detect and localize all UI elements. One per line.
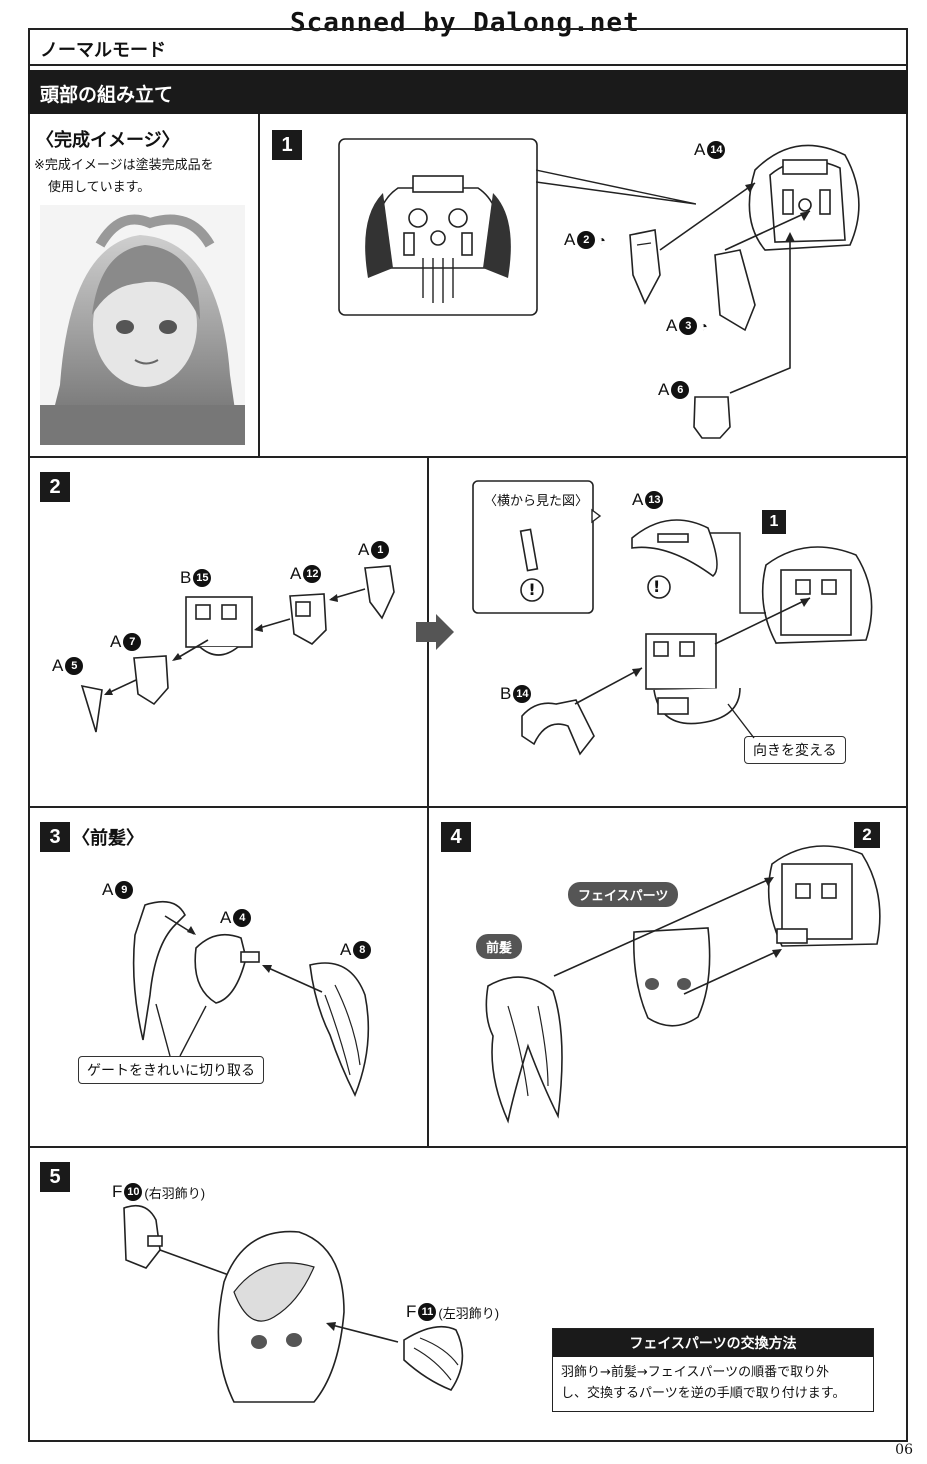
page-frame [28,28,908,1442]
arrow-a2 [659,182,756,251]
part-a1 [364,565,395,620]
part-a13 [631,519,718,578]
arrow-a6 [729,232,795,394]
preview-note-2: 使用しています。 [48,180,151,195]
mode-title: ノーマルモード [40,40,166,61]
mode-header [28,28,908,66]
side-view-label: 〈横から見た図〉 [484,494,589,509]
turn-pointer [727,703,755,739]
ref-step-1-badge: 1 [762,510,786,534]
arrow-face-to-head [683,949,782,995]
part-a8 [309,962,370,1097]
part-a6 [693,396,731,439]
face-parts-pill: フェイスパーツ [568,882,679,907]
preview-photo [40,205,245,445]
section-header-bar [28,70,908,114]
part-a9 [132,900,186,1041]
inner-frame-part [645,633,741,725]
part-a12 [289,593,327,645]
turn-direction-label: 向きを変える [744,736,846,764]
part-b14 [521,699,595,756]
arrow-a8 [262,965,323,993]
divider-row3 [28,1146,908,1148]
step-3-title: 〈前髪〉 [72,828,144,849]
step-1-badge: 1 [272,130,302,160]
part-b15 [185,596,253,656]
step-3-badge: 3 [40,822,70,852]
bracket-ref-line [710,532,766,614]
arrow-a9 [164,915,196,935]
part-f11 [403,1325,464,1391]
part-a2 [629,229,661,305]
face-parts [632,927,711,1027]
preview-title: 〈完成イメージ〉 [36,130,180,151]
head-assembly-step2 [761,546,873,644]
a13-caution-circle [647,575,671,599]
part-a4 [194,933,260,1004]
step-2-badge: 2 [40,472,70,502]
side-view-caution-icon: ! [528,580,536,599]
face-exchange-line-1: 羽飾り→前髪→フェイスパーツの順番で取り外 [561,1365,830,1380]
preview-note-1: ※完成イメージは塗装完成品を [34,158,214,173]
head-assembly-step4 [767,845,881,947]
part-a5 [80,684,103,733]
divider-row2 [28,806,908,808]
part-f10 [123,1204,163,1269]
head-complete-step5 [217,1230,345,1403]
arrow-frame-to-head [714,597,811,645]
a13-caution-icon: ! [653,577,661,596]
arrow-a1 [329,588,366,602]
arrow-a12 [254,618,291,632]
section-title: 頭部の組み立て [40,84,174,106]
part-a7 [133,655,169,706]
arrow-b15 [172,639,209,661]
ref-step-2-badge: 2 [854,822,880,848]
arrow-f11 [326,1322,399,1343]
gate-pointers [155,1003,207,1057]
callout-pointer [536,169,696,205]
gate-cut-label: ゲートをきれいに切り取る [78,1056,264,1084]
part-a3 [714,249,756,332]
face-exchange-note: フェイスパーツの交換方法 羽飾り→前髪→フェイスパーツの順番で取り外 し、交換す… [552,1328,874,1412]
bangs-pill: 前髪 [476,934,523,959]
side-view-box [472,480,602,614]
step-4-badge: 4 [441,822,471,852]
divider-preview [258,114,260,456]
arrow-bangs-to-head [553,877,774,977]
arrow-b14 [574,667,643,705]
step1-detail-callout [338,138,538,316]
page-number: 06 [895,1442,913,1458]
bangs-assembled [485,976,563,1124]
arrow-a3 [724,210,811,251]
step-5-badge: 5 [40,1162,70,1192]
face-exchange-title: フェイスパーツの交換方法 [553,1329,873,1357]
arrow-a7 [104,679,137,695]
divider-step34 [427,806,429,1146]
next-step-arrow-icon [416,614,454,650]
watermark-text: Scanned by Dalong.net [290,8,640,38]
divider-row1 [28,456,908,458]
face-exchange-line-2: し、交換するパーツを逆の手順で取り付けます。 [561,1385,846,1401]
